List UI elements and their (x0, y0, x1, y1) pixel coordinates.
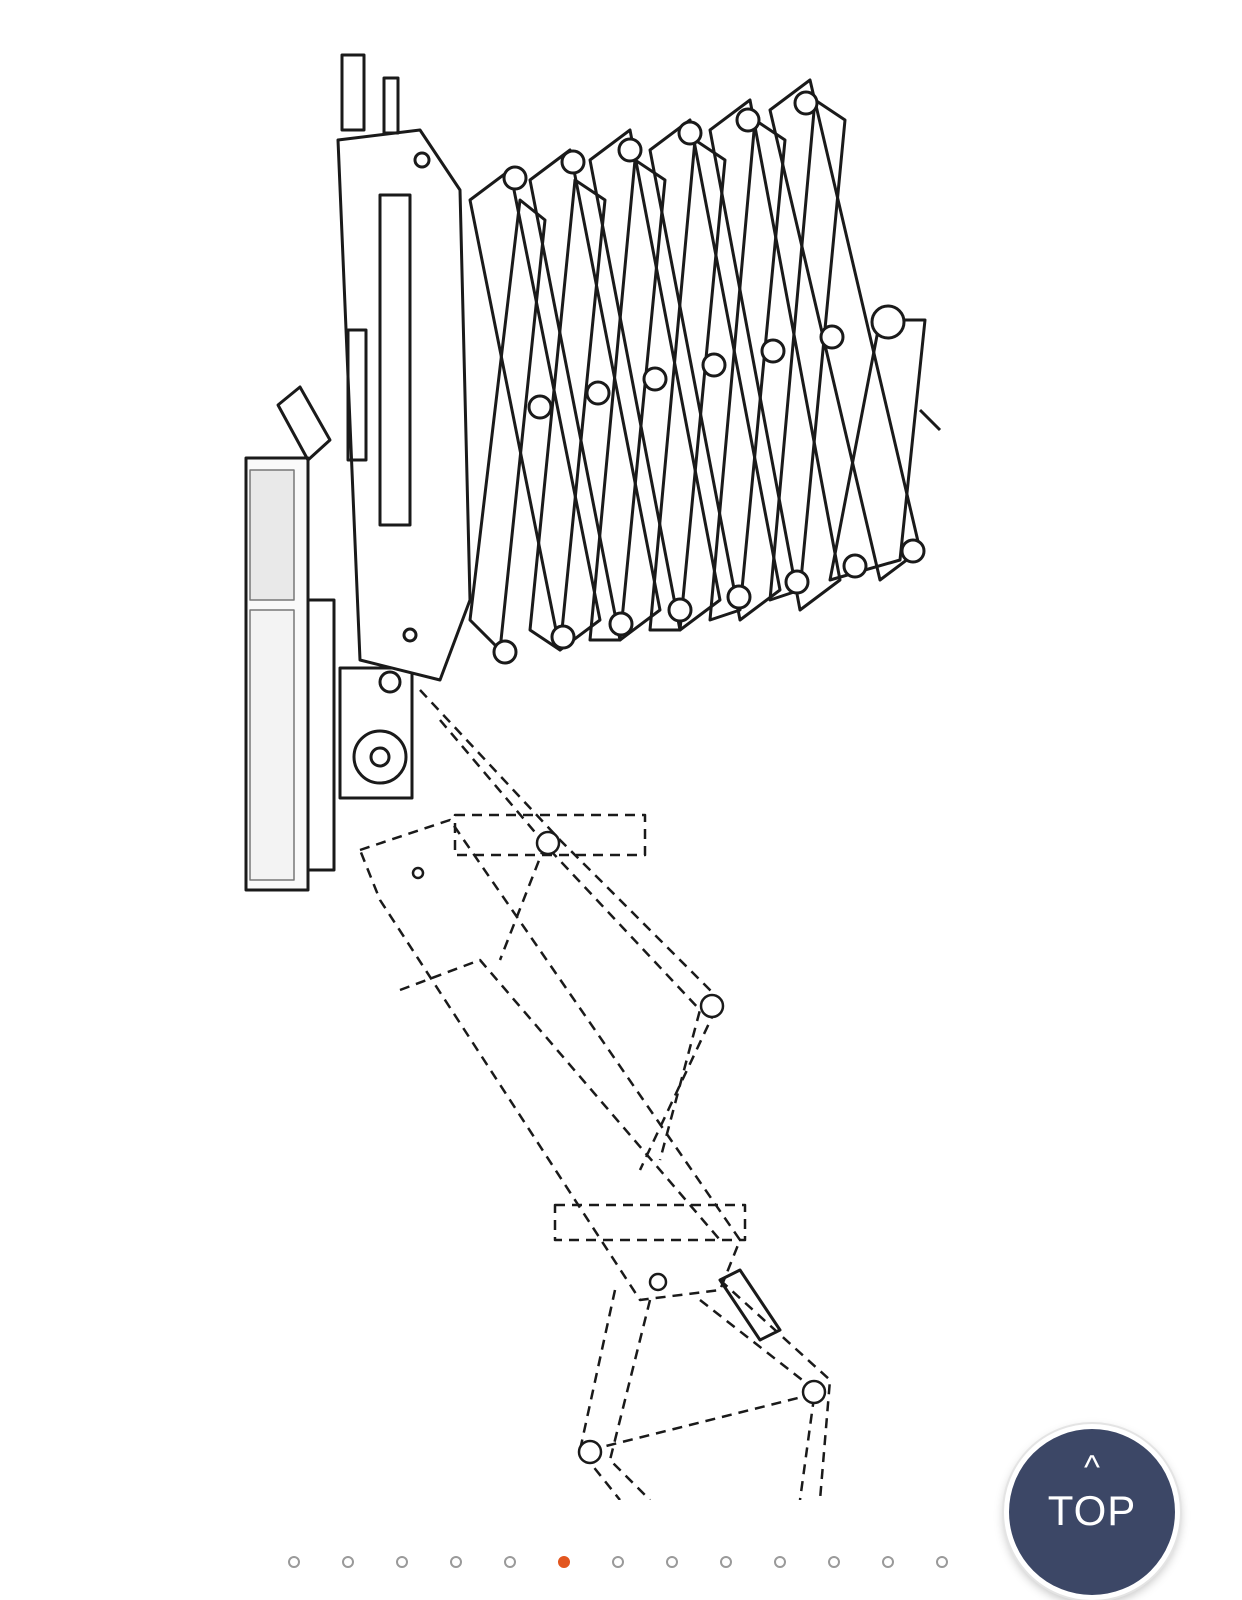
caret-up-icon: ^ (1084, 1449, 1100, 1487)
carousel-dot[interactable] (342, 1556, 354, 1568)
carousel-dot[interactable] (774, 1556, 786, 1568)
carousel-dot[interactable] (450, 1556, 462, 1568)
carousel-dot-active[interactable] (558, 1556, 570, 1568)
carousel-dot[interactable] (396, 1556, 408, 1568)
scissor-arm-lamp-drawing (244, 53, 942, 1500)
scroll-to-top-button[interactable]: ^ TOP (1004, 1424, 1180, 1600)
carousel-dot[interactable] (666, 1556, 678, 1568)
carousel-dot[interactable] (612, 1556, 624, 1568)
carousel-dot[interactable] (288, 1556, 300, 1568)
carousel-dot[interactable] (882, 1556, 894, 1568)
carousel-dot[interactable] (828, 1556, 840, 1568)
carousel-dot[interactable] (504, 1556, 516, 1568)
scroll-to-top-label: TOP (1047, 1487, 1137, 1534)
carousel-dot[interactable] (720, 1556, 732, 1568)
image-viewer[interactable] (0, 0, 1242, 1500)
carousel-dot[interactable] (936, 1556, 948, 1568)
carousel-pagination (0, 1556, 1242, 1568)
